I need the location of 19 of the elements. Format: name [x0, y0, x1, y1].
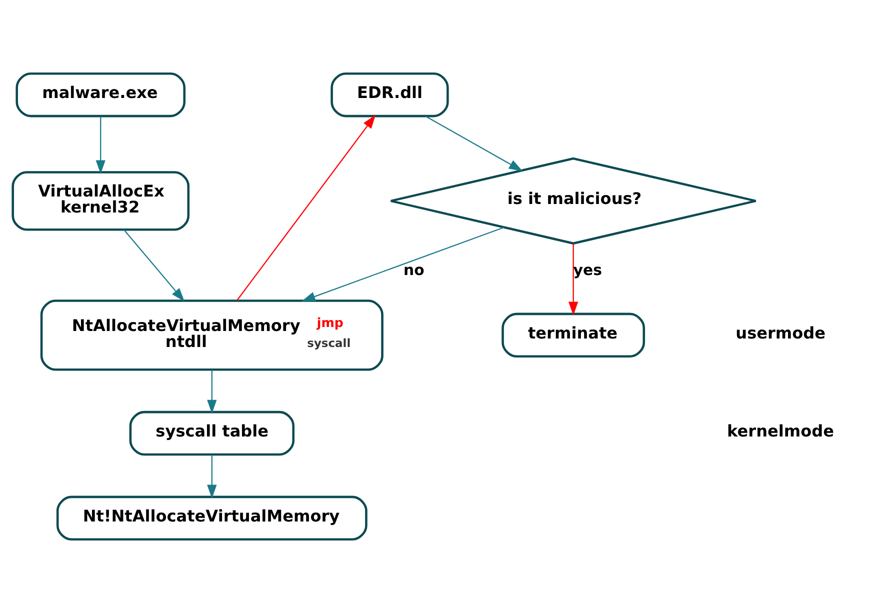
node-box: VirtualAllocEx kernel32: [12, 171, 190, 231]
edge-label: no: [404, 260, 424, 279]
arrow: [302, 226, 504, 302]
node-box: NtAllocateVirtualMemory ntdll jmp syscall: [40, 300, 384, 371]
arrow: [96, 116, 106, 174]
arrow: [207, 370, 217, 414]
node-box: EDR.dll: [330, 72, 449, 118]
arrow: [568, 243, 578, 316]
node-box: terminate: [502, 312, 646, 358]
arrow: [207, 454, 217, 499]
arrow: [124, 229, 185, 302]
node-diamond: is it malicious?: [390, 157, 757, 245]
arrow: [236, 114, 376, 301]
node-box: syscall table: [129, 410, 295, 456]
label: kernelmode: [727, 421, 834, 440]
label: usermode: [736, 323, 826, 342]
node-box: Nt!NtAllocateVirtualMemory: [56, 496, 368, 541]
arrow: [425, 116, 523, 172]
node-box: malware.exe: [16, 72, 186, 118]
